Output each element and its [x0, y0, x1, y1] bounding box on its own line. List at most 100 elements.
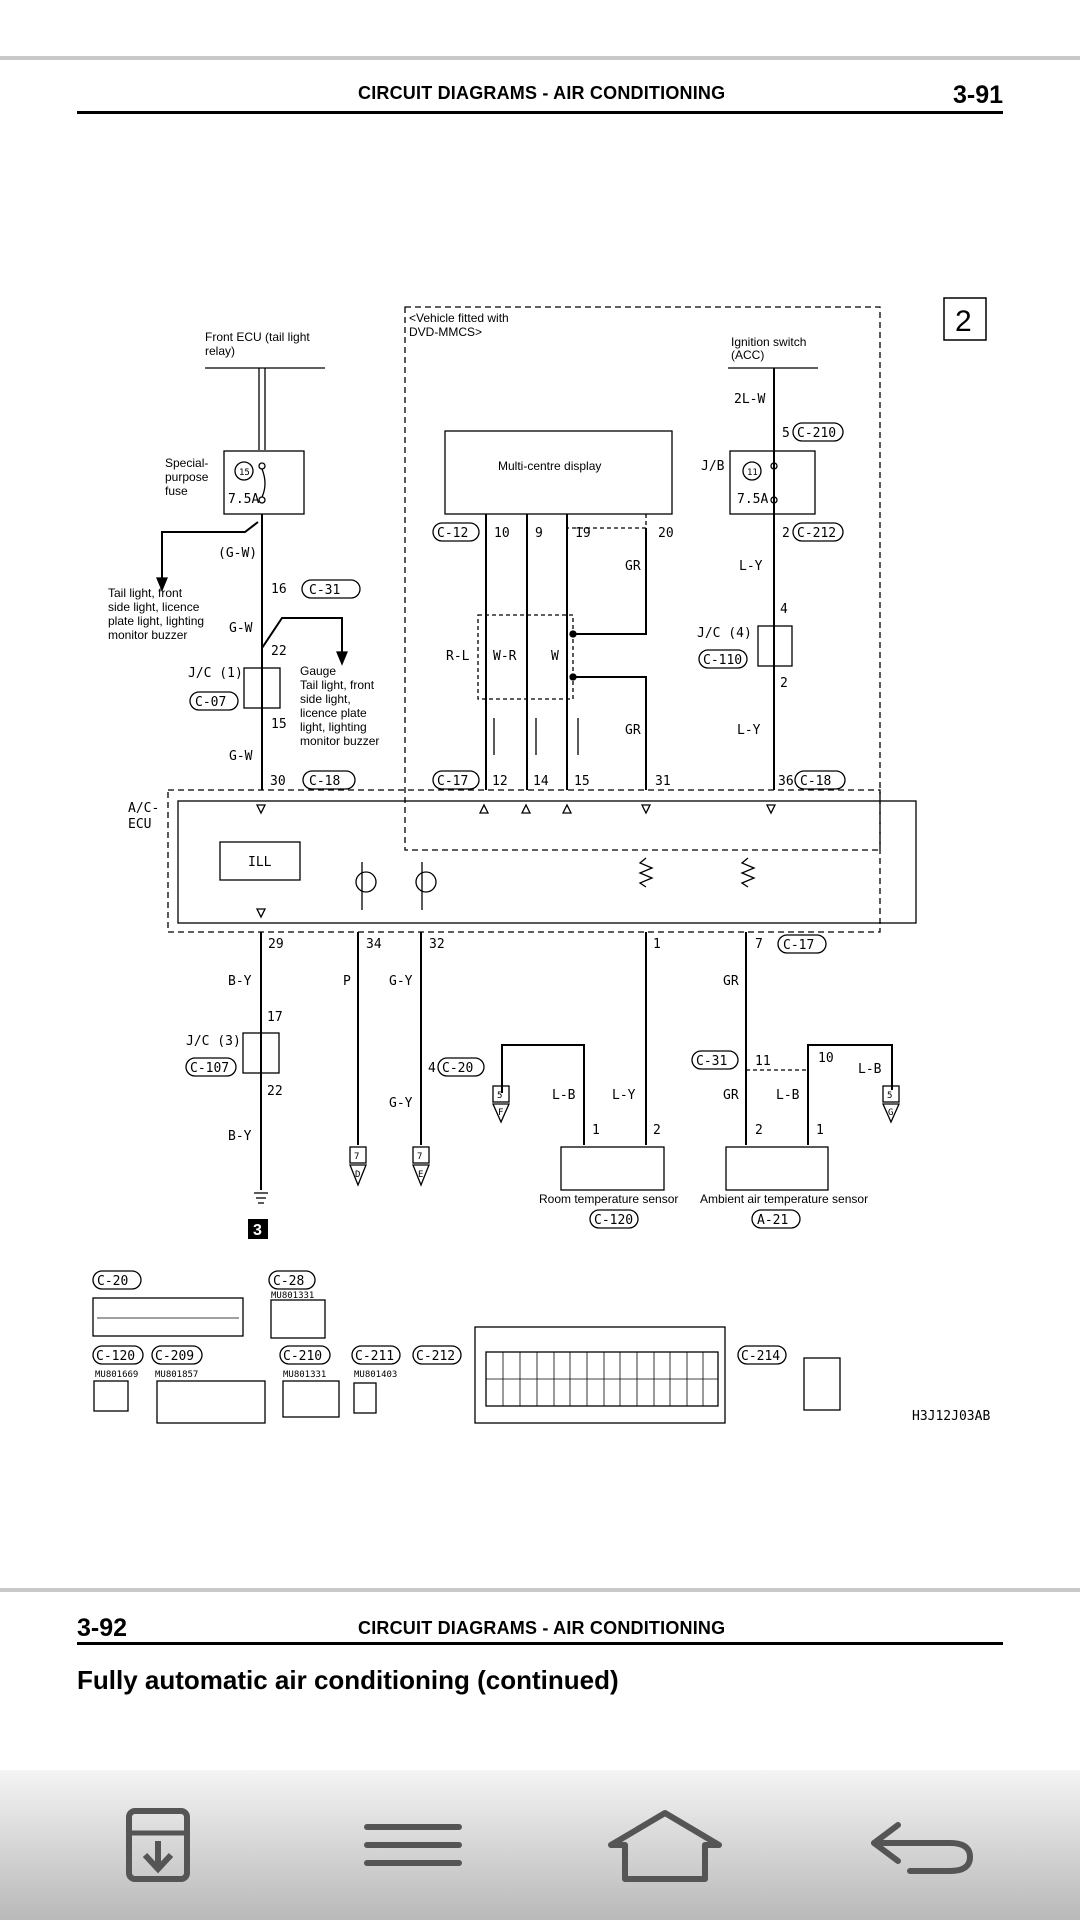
back-icon [871, 1822, 974, 1874]
wire-color: P [343, 974, 351, 989]
pin-number: 2 [780, 676, 788, 691]
tail-note-3: plate light, lighting [108, 614, 204, 628]
pin-number: 30 [270, 774, 286, 789]
pin-number: 31 [655, 774, 671, 789]
ambient-sensor-label: Ambient air temperature sensor [700, 1192, 868, 1206]
pin-number: 2 [653, 1123, 661, 1138]
connector-label: A-21 [757, 1213, 788, 1228]
connector-label: C-12 [437, 526, 468, 541]
gauge-note-2: Tail light, front [300, 678, 375, 692]
pin-number: 32 [429, 937, 445, 952]
wire-color: GR [625, 559, 641, 574]
gauge-note-3: side light, [300, 692, 351, 706]
wire-color: GR [723, 974, 739, 989]
legend-connector: C-28 [273, 1274, 304, 1289]
wire-color: G-Y [389, 974, 413, 989]
page-ref: G [888, 1108, 893, 1118]
pin-number: 10 [494, 526, 510, 541]
multi-centre-label: Multi-centre display [498, 459, 601, 473]
tail-note-4: monitor buzzer [108, 628, 187, 642]
wire-color: L-B [776, 1088, 800, 1103]
page-ref: D [355, 1170, 360, 1180]
home-button[interactable] [590, 1800, 740, 1890]
legend-connector: C-214 [741, 1349, 780, 1364]
pin-number: 14 [533, 774, 549, 789]
page-separator [0, 1588, 1080, 1592]
gauge-note-6: monitor buzzer [300, 734, 379, 748]
pin-number: 9 [535, 526, 543, 541]
connector-label: C-20 [442, 1061, 473, 1076]
pin-number: 10 [818, 1051, 834, 1066]
gauge-note-5: light, lighting [300, 720, 367, 734]
bottom-navigation-bar [0, 1770, 1080, 1920]
download-button[interactable] [85, 1800, 235, 1890]
connector-label: C-18 [309, 774, 340, 789]
legend-connector: C-20 [97, 1274, 128, 1289]
pin-number: 7 [755, 937, 763, 952]
fuse15-number: 15 [239, 468, 250, 478]
page-marker: 2 [955, 305, 972, 338]
legend-connector: C-211 [355, 1349, 394, 1364]
pin-number: 22 [267, 1084, 283, 1099]
menu-icon [364, 1824, 462, 1866]
wire-color: G-W [229, 621, 253, 636]
tail-note-1: Tail light, front [108, 586, 183, 600]
pin-number: 19 [575, 526, 591, 541]
page-ref: F [498, 1108, 503, 1118]
wire-color: L-Y [739, 559, 763, 574]
wire-color: L-B [858, 1062, 882, 1077]
pin-number: 11 [755, 1054, 771, 1069]
legend-part: MU801669 [95, 1370, 138, 1380]
page-ref: 7 [417, 1152, 422, 1162]
menu-button[interactable] [338, 1800, 488, 1890]
legend-connector: C-209 [155, 1349, 194, 1364]
wire-color: L-B [552, 1088, 576, 1103]
front-ecu-label-2: relay) [205, 344, 235, 358]
connector-label: C-18 [800, 774, 831, 789]
pin-number: 1 [816, 1123, 824, 1138]
junction-label: J/C (1) [188, 666, 243, 681]
legend-part: MU801857 [155, 1370, 198, 1380]
gauge-note-4: licence plate [300, 706, 367, 720]
junction-label: J/C (4) [697, 626, 752, 641]
pin-number: 16 [271, 582, 287, 597]
special-fuse-label-1: Special- [165, 456, 208, 470]
page-number: 3-91 [953, 81, 1004, 109]
page-ref: 7 [354, 1152, 359, 1162]
back-button[interactable] [845, 1800, 995, 1890]
wire-color: GR [723, 1088, 739, 1103]
wire-color: 2L-W [734, 392, 765, 407]
ignition-label-1: Ignition switch [731, 335, 806, 349]
page-ref: 5 [497, 1091, 502, 1101]
room-sensor-label: Room temperature sensor [539, 1192, 678, 1206]
connector-label: C-07 [195, 695, 226, 710]
ignition-label-2: (ACC) [731, 348, 764, 362]
legend-connector: C-212 [416, 1349, 455, 1364]
ground-ref: 3 [253, 1222, 262, 1239]
pin-number: 5 [782, 426, 790, 441]
wire-color: L-Y [612, 1088, 636, 1103]
fuse11-rating: 7.5A [737, 492, 768, 507]
connector-label: C-107 [190, 1061, 229, 1076]
pin-number: 2 [755, 1123, 763, 1138]
page-ref: 5 [887, 1091, 892, 1101]
front-ecu-label-1: Front ECU (tail light [205, 330, 310, 344]
pin-number: 1 [592, 1123, 600, 1138]
tail-note-2: side light, licence [108, 600, 200, 614]
wire-color: L-Y [737, 723, 761, 738]
pin-number: 36 [778, 774, 794, 789]
section-title: Fully automatic air conditioning (contin… [77, 1665, 619, 1695]
gauge-note-1: Gauge [300, 664, 336, 678]
circuit-diagram[interactable]: <Vehicle fitted with DVD-MMCS> 2 Front E… [0, 280, 1080, 1430]
dvd-note-line2: DVD-MMCS> [409, 325, 482, 339]
wire-color: (G-W) [218, 546, 257, 561]
special-fuse-label-3: fuse [165, 484, 188, 498]
connector-label: C-17 [783, 938, 814, 953]
wire-color: W [551, 649, 559, 664]
drawing-code: H3J12J03AB [912, 1409, 990, 1424]
pin-number: 4 [428, 1061, 436, 1076]
pin-number: 20 [658, 526, 674, 541]
pin-number: 15 [574, 774, 590, 789]
wire-color: G-W [229, 749, 253, 764]
wire-color: W-R [493, 649, 517, 664]
